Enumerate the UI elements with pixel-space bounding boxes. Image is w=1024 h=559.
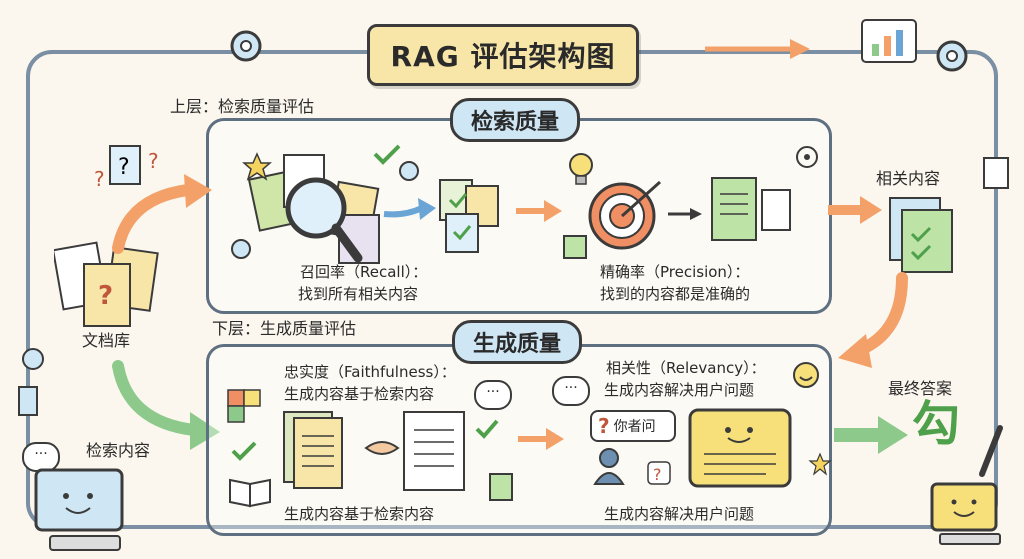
precision-label: 精确率（Precision）： xyxy=(600,263,750,281)
target-icon xyxy=(588,180,662,250)
arrow-right-icon xyxy=(516,200,562,222)
document-stack-icon: ? xyxy=(54,241,159,327)
precision-desc: 找到的内容都是准确的 xyxy=(600,285,751,303)
answer-glyph: 勾 xyxy=(912,396,961,452)
svg-text:?: ? xyxy=(118,155,130,180)
faithfulness-desc: 生成内容基于检索内容 xyxy=(284,385,435,403)
chat-bubble-icon: ··· xyxy=(22,442,60,472)
checked-docs-icon xyxy=(889,197,953,273)
check-icon xyxy=(231,441,257,461)
gear-icon xyxy=(22,348,44,370)
generation-quality-pill: 生成质量 xyxy=(452,320,583,364)
arrow-right-icon xyxy=(705,39,810,59)
user-icon xyxy=(593,448,625,485)
lower-layer-label: 下层：生成质量评估 xyxy=(212,319,357,338)
upper-layer-label: 上层：检索质量评估 xyxy=(170,97,315,116)
arrow-curve-icon xyxy=(838,272,908,368)
crosshair-icon xyxy=(796,146,818,168)
question-docs-icon: ? ? ? xyxy=(94,145,159,191)
checked-docs-icon xyxy=(439,179,499,253)
answer-card-icon xyxy=(688,408,792,488)
final-answer-label: 最终答案 xyxy=(888,379,953,398)
check-icon xyxy=(475,419,499,439)
book-icon xyxy=(229,478,271,508)
arrow-curve-icon xyxy=(112,174,212,254)
arrow-right-icon xyxy=(828,196,882,224)
lightbulb-icon xyxy=(569,153,593,185)
handshake-icon xyxy=(364,441,400,455)
star-icon xyxy=(808,452,832,476)
clipboard-icon xyxy=(489,473,513,501)
retrieved-content-label: 检索内容 xyxy=(86,441,151,460)
chat-bubble-icon: ··· xyxy=(552,376,590,406)
check-icon xyxy=(373,144,401,165)
list-icon xyxy=(18,386,38,416)
puzzle-icon xyxy=(227,389,261,423)
star-icon xyxy=(242,152,272,181)
smiley-icon xyxy=(793,362,819,388)
question-bubble: ? 你者问 xyxy=(590,410,676,442)
doc-store-label: 文档库 xyxy=(82,331,131,350)
relevancy-desc: 生成内容解决用户问题 xyxy=(604,381,755,399)
arrow-right-icon xyxy=(834,416,908,454)
question-mark-icon: ? xyxy=(598,414,610,438)
gear-icon xyxy=(399,161,419,181)
relevancy-bottom-label: 生成内容解决用户问题 xyxy=(604,505,755,523)
chat-bubble-icon: ··· xyxy=(474,380,512,410)
computer-icon xyxy=(34,468,124,551)
question-text: 你者问 xyxy=(613,419,656,435)
pencil-icon xyxy=(983,157,1009,189)
faithfulness-bottom-label: 生成内容基于检索内容 xyxy=(284,505,435,523)
retrieval-quality-pill: 检索质量 xyxy=(450,98,581,142)
gear-icon xyxy=(231,239,251,259)
question-mark-icon: ? xyxy=(647,461,671,485)
gear-icon xyxy=(230,30,262,62)
document-stack-icon xyxy=(283,411,343,489)
svg-text:?: ? xyxy=(148,149,159,173)
svg-text:?: ? xyxy=(653,465,662,484)
svg-text:?: ? xyxy=(94,167,105,191)
faithfulness-label: 忠实度（Faithfulness）： xyxy=(284,363,456,381)
arrow-right-icon xyxy=(518,428,564,450)
page-title: RAG 评估架构图 xyxy=(367,24,639,86)
recall-label: 召回率（Recall）： xyxy=(300,263,428,281)
arrow-right-icon xyxy=(383,198,436,220)
bar-chart-icon xyxy=(861,19,917,63)
clipboard-icon xyxy=(563,235,587,259)
relevant-content-label: 相关内容 xyxy=(876,169,941,188)
document-icon xyxy=(403,411,465,491)
document-icon xyxy=(711,177,791,241)
arrow-curve-icon xyxy=(112,360,220,450)
arrow-right-icon xyxy=(668,208,702,220)
svg-text:?: ? xyxy=(98,281,113,311)
relevancy-label: 相关性（Relevancy）： xyxy=(606,359,766,377)
magnifier-icon xyxy=(285,177,363,263)
recall-desc: 找到所有相关内容 xyxy=(298,285,419,303)
pen-icon xyxy=(979,425,1003,477)
computer-icon xyxy=(930,482,1001,545)
gear-icon xyxy=(936,40,968,72)
